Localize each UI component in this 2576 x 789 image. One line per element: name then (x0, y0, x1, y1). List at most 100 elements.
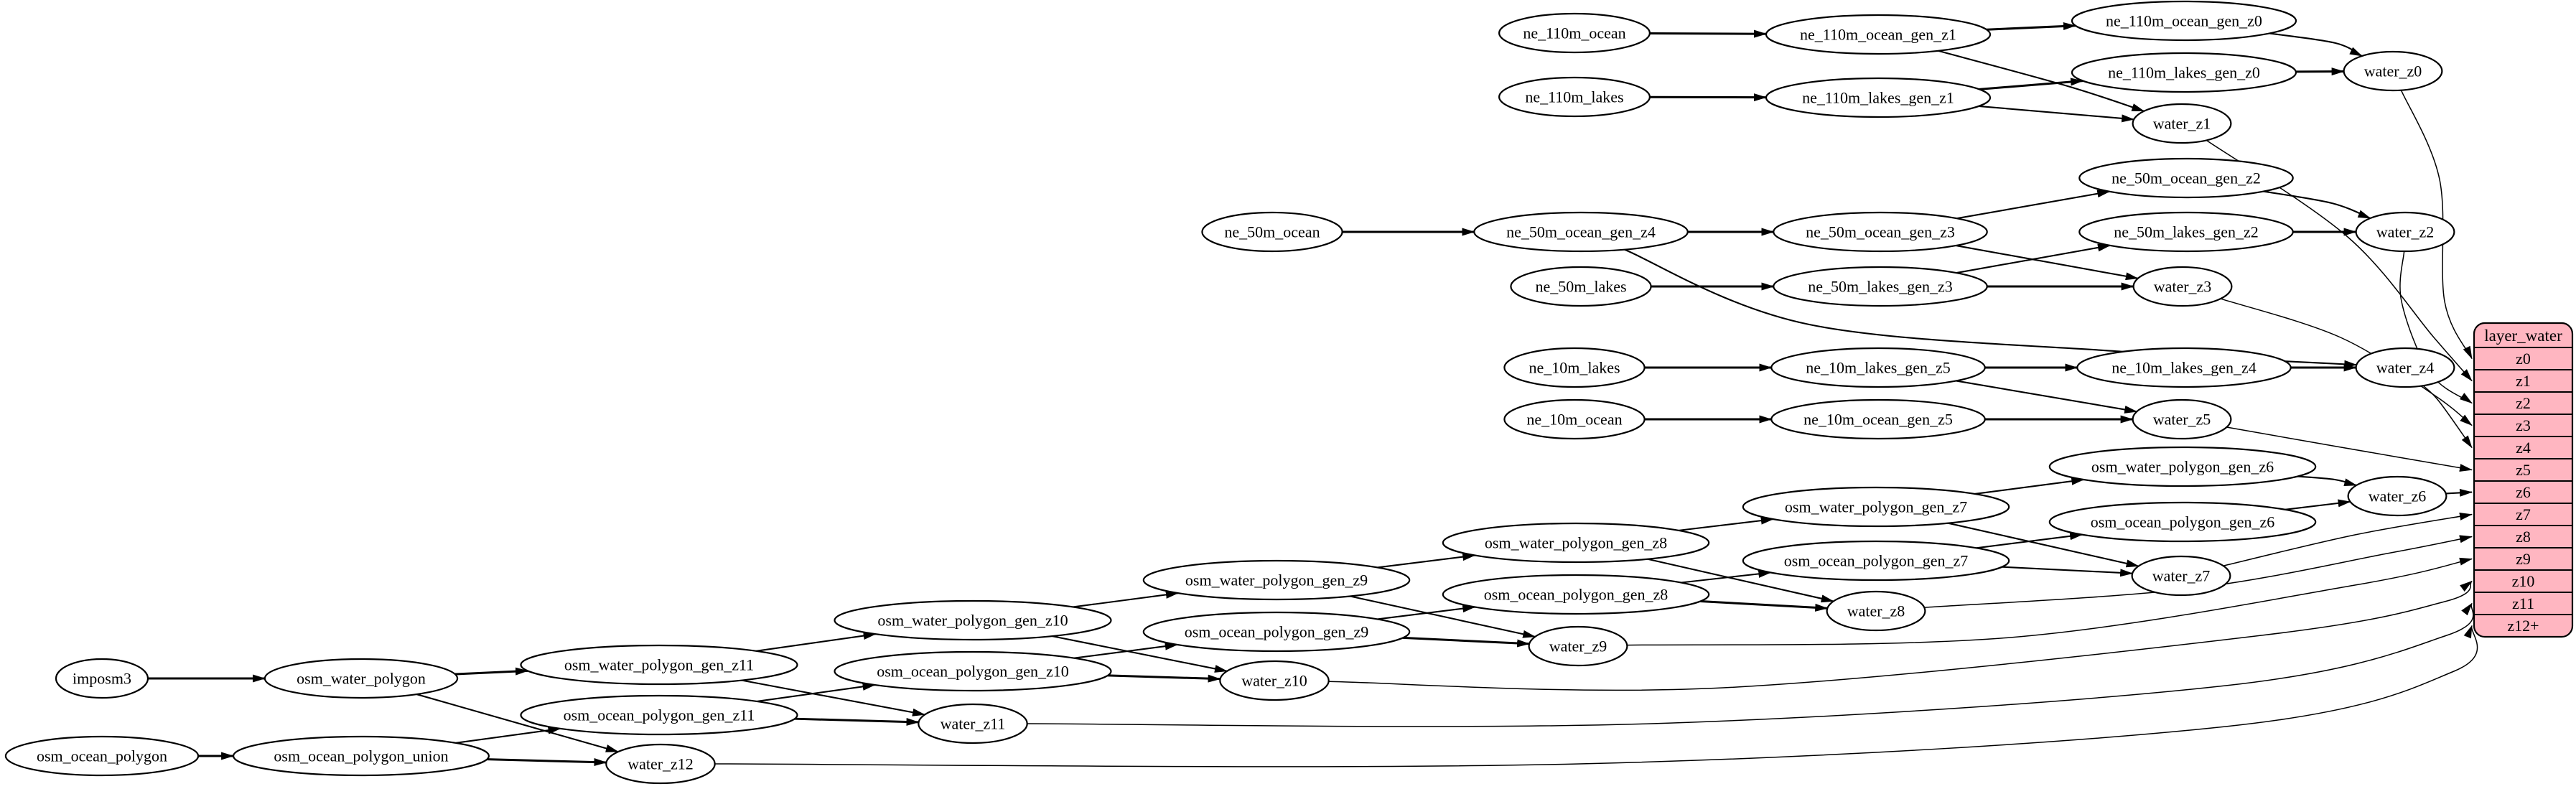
node-label-ne_10m_lakes_gen_z4: ne_10m_lakes_gen_z4 (2111, 359, 2257, 377)
node-ne_110m_lakes_gen_z1: ne_110m_lakes_gen_z1 (1765, 77, 1992, 118)
node-water_z10: water_z10 (1219, 660, 1330, 701)
table-row-z12+: z12+ (2507, 617, 2539, 635)
node-ne_110m_lakes_gen_z0: ne_110m_lakes_gen_z0 (2071, 52, 2297, 93)
node-ne_110m_ocean_gen_z0: ne_110m_ocean_gen_z0 (2071, 0, 2297, 42)
table-row-z5: z5 (2516, 461, 2531, 479)
node-label-ne_110m_ocean: ne_110m_ocean (1523, 24, 1625, 42)
node-label-osm_ocean_polygon_union: osm_ocean_polygon_union (274, 747, 448, 765)
node-ne_10m_lakes: ne_10m_lakes (1503, 347, 1646, 388)
edge-water_z6-to-row-z6 (2445, 488, 2473, 497)
node-ellipse-ne_50m_lakes_gen_z2 (2078, 211, 2294, 253)
node-label-ne_110m_lakes: ne_110m_lakes (1525, 88, 1623, 106)
node-water_z4: water_z4 (2355, 347, 2455, 388)
node-label-osm_ocean_polygon_gen_z7: osm_ocean_polygon_gen_z7 (1784, 552, 1969, 570)
node-label-water_z6: water_z6 (2369, 487, 2427, 505)
node-osm_water_polygon_gen_z11: osm_water_polygon_gen_z11 (520, 644, 798, 686)
node-label-ne_110m_lakes_gen_z0: ne_110m_lakes_gen_z0 (2108, 64, 2260, 82)
edge-osm_water_polygon_gen_z10-to-osm_water_polygon_gen_z9 (1073, 590, 1179, 608)
table-row-z4: z4 (2516, 439, 2531, 457)
node-ne_50m_ocean: ne_50m_ocean (1201, 211, 1343, 253)
node-ellipse-osm_water_polygon_gen_z6 (2048, 446, 2317, 487)
edge-ne_110m_ocean-to-ne_110m_ocean_gen_z1 (1649, 29, 1768, 38)
table-row-z7: z7 (2516, 505, 2531, 523)
edge-ne_10m_lakes_gen_z5-to-water_z5 (1956, 380, 2138, 414)
node-osm_water_polygon_gen_z10: osm_water_polygon_gen_z10 (834, 599, 1112, 641)
node-label-osm_ocean_polygon_gen_z9: osm_ocean_polygon_gen_z9 (1185, 623, 1369, 641)
node-ne_50m_lakes_gen_z2: ne_50m_lakes_gen_z2 (2078, 211, 2294, 253)
node-label-osm_water_polygon_gen_z7: osm_water_polygon_gen_z7 (1785, 498, 1967, 516)
layer-water-table-frame (2473, 322, 2574, 638)
node-label-water_z0: water_z0 (2364, 62, 2422, 80)
edge-osm_water_polygon_gen_z8-to-osm_water_polygon_gen_z7 (1679, 516, 1774, 531)
table-row-z9: z9 (2516, 550, 2531, 568)
node-ne_50m_lakes: ne_50m_lakes (1510, 266, 1652, 307)
edge-osm_ocean_polygon_union-to-osm_ocean_polygon_gen_z11 (455, 726, 561, 744)
node-ellipse-ne_10m_ocean (1503, 398, 1646, 440)
node-ellipse-ne_110m_lakes (1498, 76, 1651, 118)
node-label-osm_ocean_polygon_gen_z8: osm_ocean_polygon_gen_z8 (1484, 586, 1669, 604)
table-row-z3: z3 (2516, 416, 2531, 434)
edge-osm_water_polygon-to-water_z12 (416, 694, 619, 753)
node-ellipse-water_z4 (2355, 347, 2455, 388)
node-label-osm_water_polygon_gen_z10: osm_water_polygon_gen_z10 (877, 612, 1068, 630)
node-ellipse-ne_110m_ocean_gen_z0 (2071, 0, 2297, 42)
node-osm_ocean_polygon_gen_z9: osm_ocean_polygon_gen_z9 (1142, 611, 1411, 653)
node-water_z7: water_z7 (2131, 555, 2231, 597)
table-row-z8: z8 (2516, 528, 2531, 546)
edge-osm_ocean_polygon_gen_z9-to-osm_ocean_polygon_gen_z8 (1377, 604, 1476, 620)
node-water_z6: water_z6 (2347, 475, 2447, 517)
node-ellipse-ne_50m_lakes (1510, 266, 1652, 307)
node-ellipse-osm_ocean_polygon (4, 735, 200, 777)
node-ellipse-water_z5 (2132, 398, 2232, 440)
node-osm_ocean_polygon_gen_z10: osm_ocean_polygon_gen_z10 (834, 650, 1112, 692)
edge-osm_water_polygon_gen_z10-to-water_z10 (1052, 635, 1228, 673)
node-ne_50m_ocean_gen_z2: ne_50m_ocean_gen_z2 (2078, 157, 2294, 199)
node-label-water_z8: water_z8 (1847, 602, 1905, 620)
edge-ne_110m_ocean_gen_z1-to-water_z1 (1938, 50, 2145, 112)
node-osm_water_polygon_gen_z6: osm_water_polygon_gen_z6 (2048, 446, 2317, 487)
table-row-z6: z6 (2516, 483, 2531, 501)
node-label-osm_water_polygon_gen_z8: osm_water_polygon_gen_z8 (1485, 534, 1667, 552)
node-label-ne_10m_ocean: ne_10m_ocean (1526, 411, 1622, 429)
node-label-water_z1: water_z1 (2153, 115, 2211, 133)
edge-layer (148, 22, 2478, 767)
node-ellipse-osm_ocean_polygon_union (233, 735, 490, 777)
node-osm_ocean_polygon_union: osm_ocean_polygon_union (233, 735, 490, 777)
edge-osm_ocean_polygon_gen_z7-to-osm_ocean_polygon_gen_z6 (1976, 532, 2083, 549)
layer-water-table-title: layer_water (2484, 327, 2562, 345)
node-label-osm_ocean_polygon_gen_z11: osm_ocean_polygon_gen_z11 (564, 706, 755, 724)
node-ellipse-osm_water_polygon_gen_z10 (834, 599, 1112, 641)
edge-water_z4-to-row-z4 (2422, 385, 2473, 449)
table-row-z2: z2 (2516, 394, 2531, 412)
node-osm_ocean_polygon_gen_z6: osm_ocean_polygon_gen_z6 (2048, 501, 2317, 543)
node-label-imposm3: imposm3 (73, 670, 131, 688)
node-label-water_z7: water_z7 (2152, 567, 2211, 585)
node-water_z0: water_z0 (2343, 50, 2443, 92)
node-ellipse-water_z7 (2131, 555, 2231, 597)
edge-water_z2-to-row-z2 (2399, 251, 2473, 404)
node-ellipse-ne_10m_lakes (1503, 347, 1646, 388)
node-water_z8: water_z8 (1826, 590, 1926, 632)
edge-water_z8-to-row-z8 (1924, 535, 2473, 608)
edge-ne_110m_lakes_gen_z1-to-water_z1 (1978, 105, 2135, 123)
node-label-water_z2: water_z2 (2376, 223, 2435, 241)
node-ne_10m_lakes_gen_z4: ne_10m_lakes_gen_z4 (2076, 347, 2292, 388)
node-ne_110m_lakes: ne_110m_lakes (1498, 76, 1651, 118)
edge-osm_ocean_polygon_union-to-water_z12 (487, 758, 607, 767)
table-row-z11: z11 (2512, 594, 2534, 612)
node-ellipse-ne_10m_lakes_gen_z4 (2076, 347, 2292, 388)
edge-water_z10-to-row-z10 (1328, 580, 2473, 691)
node-ne_110m_ocean: ne_110m_ocean (1498, 12, 1651, 54)
node-osm_water_polygon_gen_z7: osm_water_polygon_gen_z7 (1742, 486, 2010, 528)
edge-ne_110m_lakes_gen_z1-to-ne_110m_lakes_gen_z0 (1979, 78, 2084, 90)
layer-water-table: layer_waterz0z1z2z3z4z5z6z7z8z9z10z11z12… (2473, 322, 2574, 638)
edge-ne_50m_lakes_gen_z3-to-ne_50m_lakes_gen_z2 (1956, 243, 2111, 274)
table-row-z0: z0 (2516, 350, 2531, 368)
edge-water_z12-to-row-z12+ (714, 625, 2478, 767)
node-ellipse-osm_ocean_polygon_gen_z7 (1742, 540, 2010, 582)
edge-osm_ocean_polygon_gen_z11-to-water_z11 (794, 717, 920, 726)
node-ellipse-osm_ocean_polygon_gen_z6 (2048, 501, 2317, 543)
node-label-ne_10m_lakes_gen_z5: ne_10m_lakes_gen_z5 (1806, 359, 1951, 377)
